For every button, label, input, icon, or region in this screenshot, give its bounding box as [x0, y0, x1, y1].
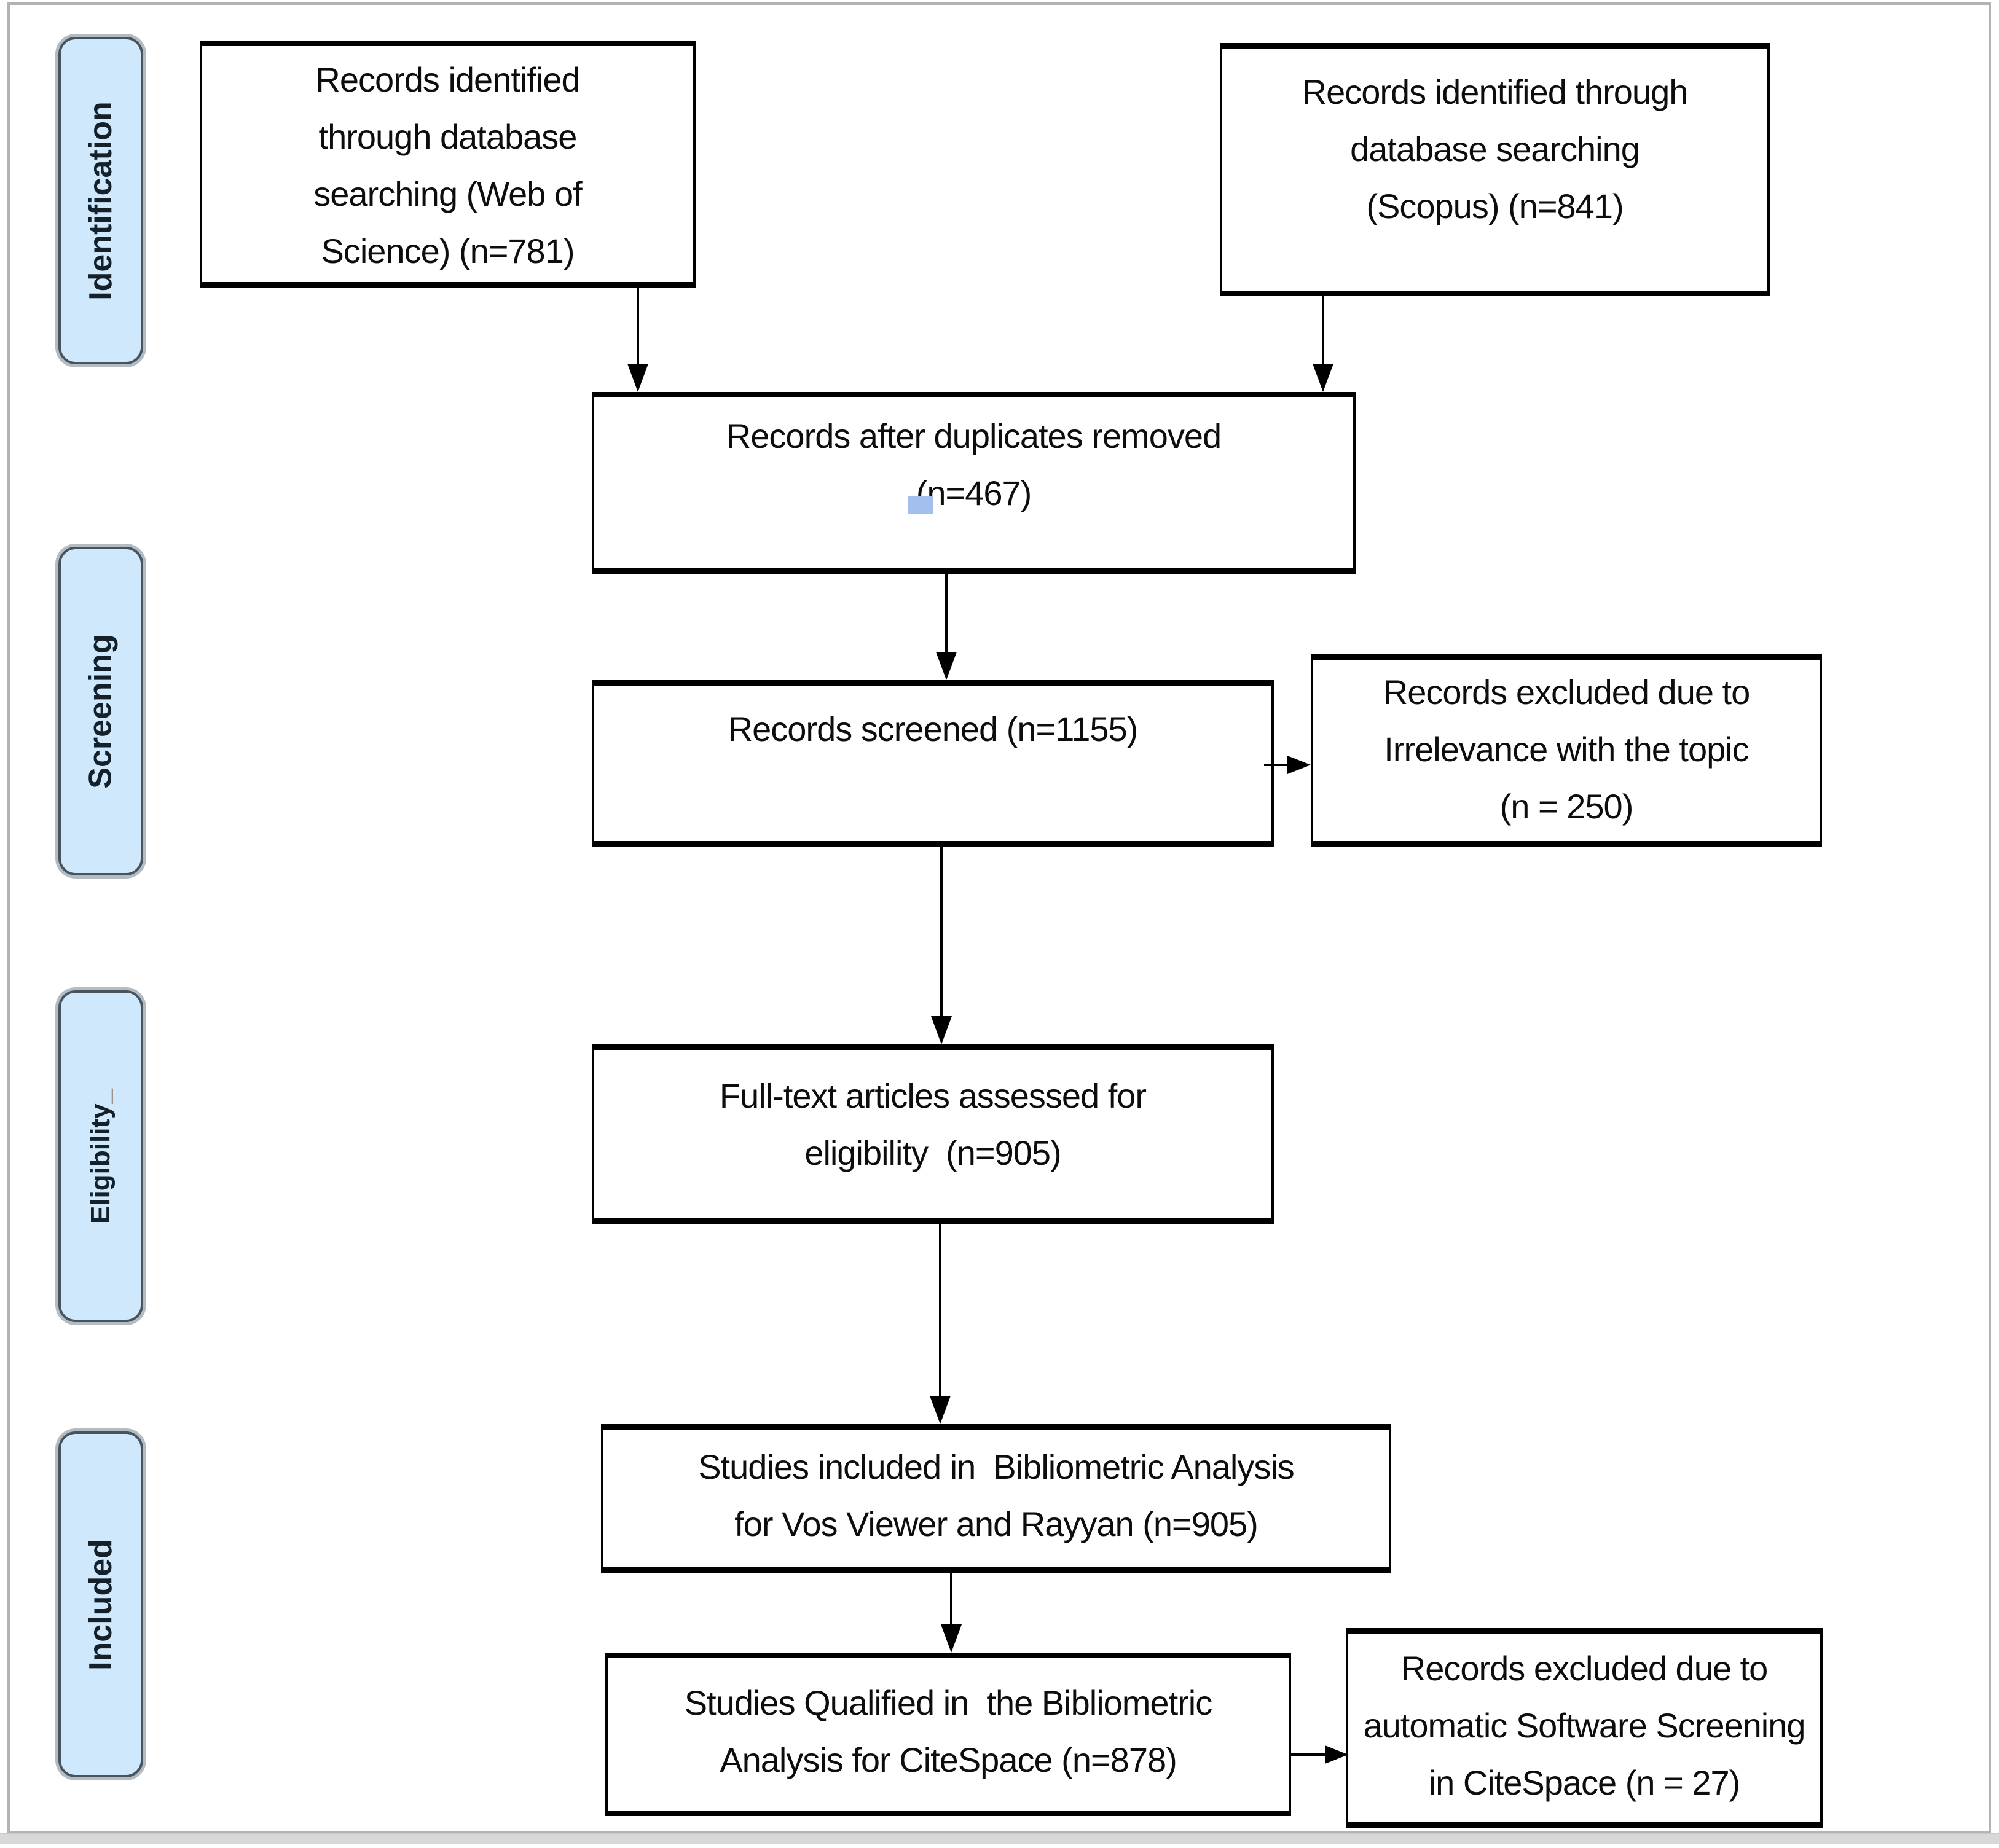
bottom-gray-strip: [0, 1833, 1999, 1844]
stage-label-text: Eligibility: [85, 1103, 116, 1224]
box-text-line: database searching: [1350, 130, 1640, 168]
box-text-line: (Scopus) (n=841): [1366, 187, 1624, 225]
arrowhead-down-icon: [936, 652, 957, 680]
box-text-line: eligibility (n=905): [804, 1133, 1061, 1172]
page-frame: [7, 2, 1991, 1833]
box-text-line: Analysis for CiteSpace (n=878): [720, 1740, 1177, 1779]
box-text-line: (n=467): [916, 474, 1032, 512]
stage-eligibility: Eligibility_: [58, 990, 143, 1322]
box-text-line: Records excluded due to: [1383, 673, 1751, 711]
arrowhead-down-icon: [931, 1016, 952, 1044]
stage-identification-label: Identification: [82, 101, 119, 300]
box-text-line: searching (Web of: [313, 174, 582, 213]
arrowhead-down-icon: [627, 364, 648, 392]
box-text-line: Records identified: [315, 60, 580, 99]
box-records-scopus: Records identified through database sear…: [1220, 43, 1770, 296]
box-text-line: Studies Qualified in the Bibliometric: [684, 1683, 1212, 1722]
stage-eligibility-label: Eligibility_: [85, 1089, 116, 1224]
arrowhead-right-icon: [1325, 1745, 1348, 1764]
box-text-line: Science) (n=781): [321, 232, 575, 270]
box-text-line: Irrelevance with the topic: [1384, 730, 1749, 769]
arrowhead-down-icon: [941, 1624, 962, 1653]
box-studies-bibliometric-analysis: Studies included in Bibliometric Analysi…: [601, 1424, 1391, 1573]
box-studies-qualified-citespace: Studies Qualified in the Bibliometric An…: [605, 1653, 1291, 1816]
box-text-line: automatic Software Screening: [1363, 1706, 1805, 1745]
box-text-line: Full-text articles assessed for: [719, 1076, 1147, 1115]
stage-label-text: Included: [83, 1538, 119, 1670]
stage-identification: Identification: [58, 37, 143, 364]
stage-included: Included: [58, 1431, 143, 1777]
arrow-wos-to-dedup: [637, 286, 639, 365]
red-underscore-mark: _: [85, 1088, 116, 1104]
stage-screening-label: Screening: [82, 634, 119, 788]
arrow-screened-to-excluded: [1264, 764, 1289, 766]
arrowhead-right-icon: [1287, 756, 1311, 774]
box-records-screened: Records screened (n=1155): [592, 680, 1274, 847]
box-text-line: Records screened (n=1155): [728, 710, 1139, 748]
arrow-citespace-to-excluded: [1291, 1753, 1326, 1756]
stage-label-text: Screening: [83, 633, 119, 789]
arrow-dedup-to-screened: [945, 573, 948, 653]
stage-label-text: Identification: [83, 101, 119, 300]
box-text-line: (n = 250): [1499, 787, 1634, 826]
box-fulltext-assessed: Full-text articles assessed for eligibil…: [592, 1044, 1274, 1224]
stage-screening: Screening: [58, 547, 143, 875]
arrowhead-down-icon: [930, 1396, 951, 1424]
box-text-line: Records after duplicates removed: [726, 417, 1222, 455]
box-text-line: for Vos Viewer and Rayyan (n=905): [734, 1505, 1259, 1543]
box-records-web-of-science: Records identified through database sear…: [200, 41, 696, 288]
arrow-bibliometric-to-citespace: [950, 1573, 952, 1626]
box-text-line: Records identified through: [1302, 72, 1689, 111]
arrow-scopus-to-dedup: [1322, 296, 1324, 365]
box-text-line: Records excluded due to: [1400, 1649, 1769, 1688]
box-records-excluded-software: Records excluded due to automatic Softwa…: [1346, 1628, 1823, 1828]
arrow-fulltext-to-bibliometric: [939, 1223, 941, 1397]
box-text-line: Studies included in Bibliometric Analysi…: [698, 1447, 1295, 1486]
blue-highlight-artifact: [908, 496, 933, 514]
box-records-excluded-irrelevance: Records excluded due to Irrelevance with…: [1311, 654, 1822, 847]
box-text-line: through database: [318, 117, 578, 156]
arrow-screened-to-fulltext: [940, 847, 943, 1017]
stage-included-label: Included: [82, 1539, 119, 1670]
box-text-line: in CiteSpace (n = 27): [1428, 1763, 1741, 1802]
box-records-after-duplicates-removed: Records after duplicates removed (n=467): [592, 392, 1356, 574]
arrowhead-down-icon: [1313, 364, 1333, 392]
